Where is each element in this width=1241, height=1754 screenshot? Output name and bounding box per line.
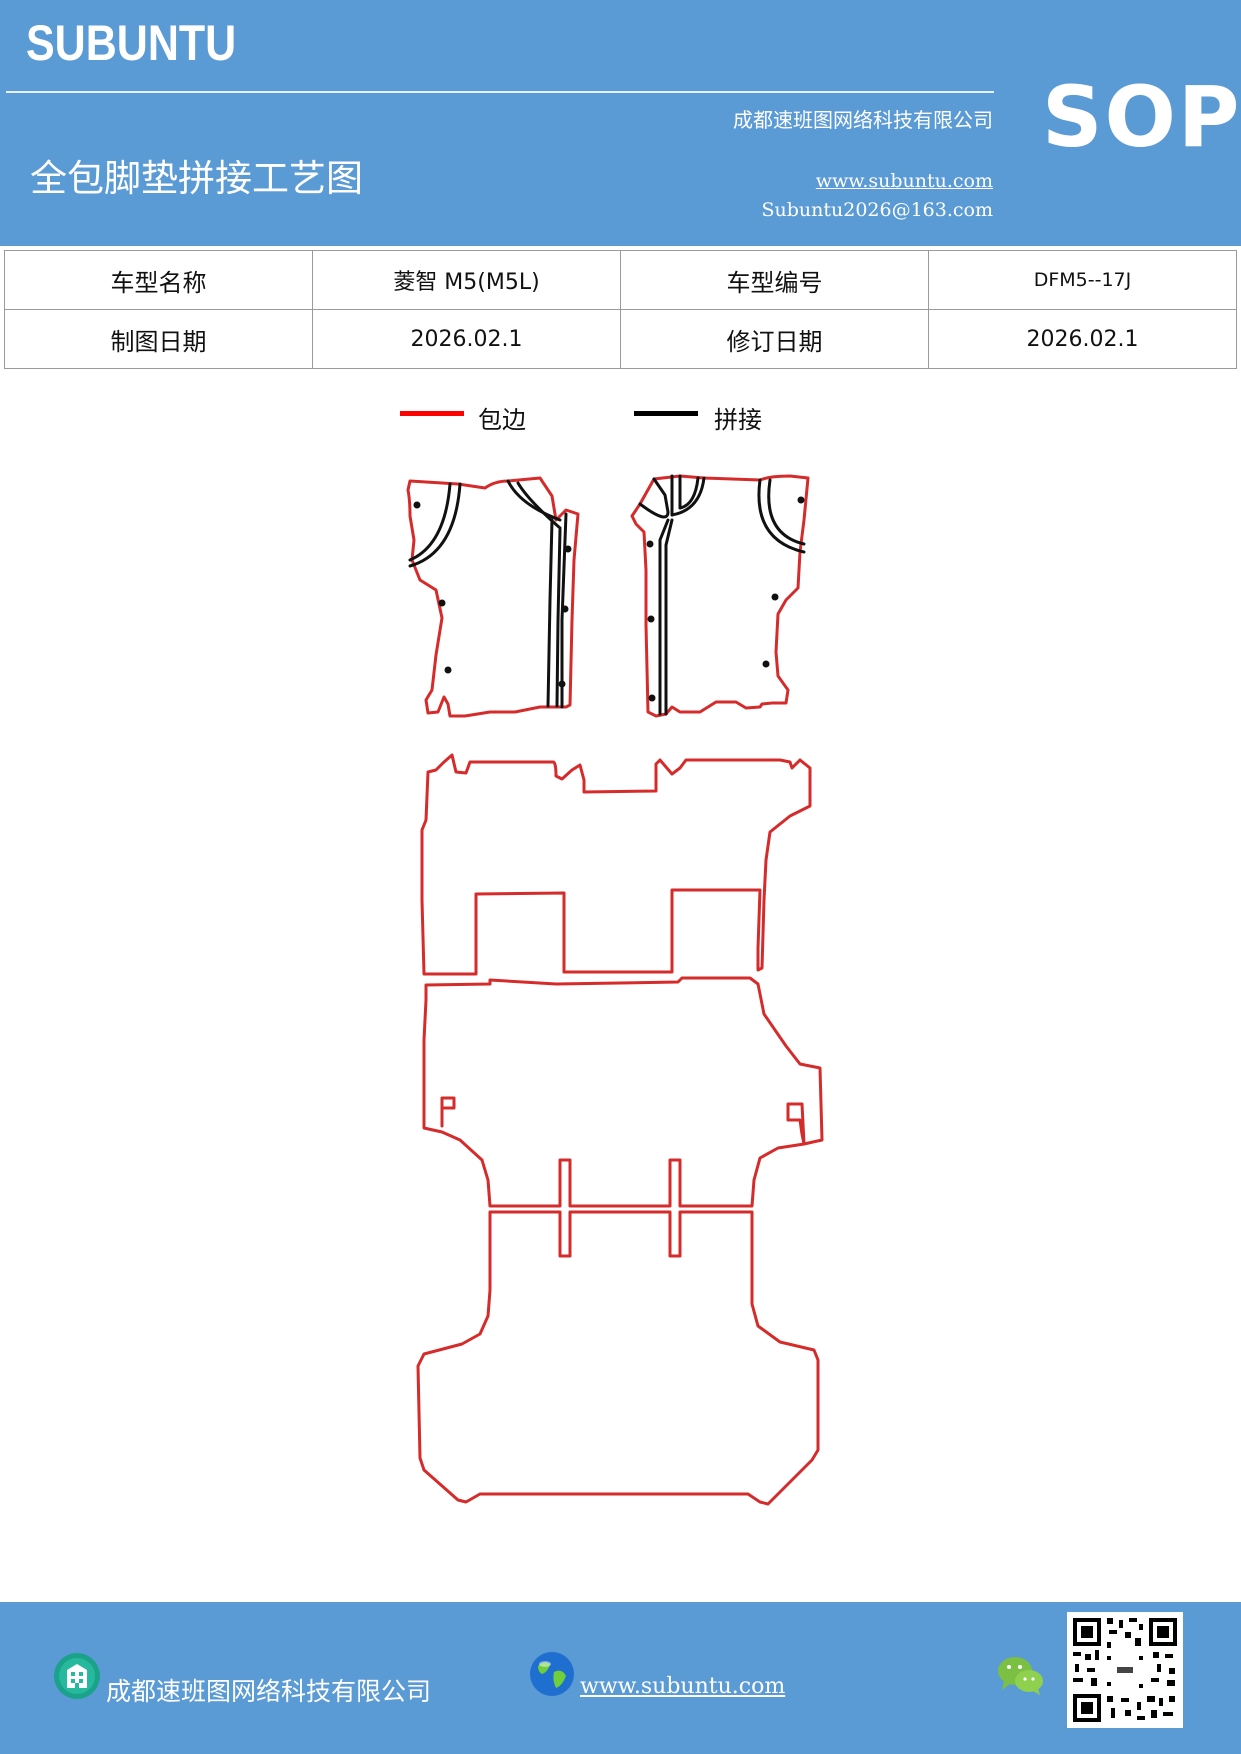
header-email: Subuntu2026@163.com (761, 199, 993, 221)
wechat-icon[interactable] (996, 1654, 1046, 1698)
header-website-link[interactable]: www.subuntu.com (815, 170, 993, 192)
qr-code[interactable] (1067, 1612, 1183, 1728)
table-row: 车型名称 菱智 M5(M5L) 车型编号 DFM5--17J (4, 250, 1237, 310)
rear-mat (416, 1210, 820, 1506)
legend-swatch-seam (634, 411, 698, 416)
middle-lower-mat (422, 976, 824, 1208)
qr-code-pattern (1073, 1618, 1177, 1722)
footer-company-name: 成都速班图网络科技有限公司 (106, 1677, 432, 1706)
document-title: 全包脚垫拼接工艺图 (30, 157, 363, 200)
legend: 包边 拼接 (400, 400, 820, 440)
legend-swatch-edging (400, 411, 464, 416)
legend-label-seam: 拼接 (714, 406, 762, 434)
revision-date-label: 修订日期 (620, 309, 929, 369)
middle-upper-mat (420, 753, 812, 976)
sop-badge: SOP (1042, 68, 1241, 166)
model-code-value: DFM5--17J (928, 250, 1237, 310)
globe-icon (530, 1652, 574, 1696)
table-row: 制图日期 2026.02.1 修订日期 2026.02.1 (4, 309, 1237, 369)
front-right-mat (630, 474, 810, 718)
front-left-mat (406, 476, 580, 718)
brand-logo: SUBUNTU (26, 15, 237, 71)
model-name-label: 车型名称 (4, 250, 313, 310)
legend-label-edging: 包边 (478, 406, 526, 434)
footer-website-link[interactable]: www.subuntu.com (580, 1674, 786, 1699)
model-code-label: 车型编号 (620, 250, 929, 310)
header-banner: SUBUNTU 成都速班图网络科技有限公司 全包脚垫拼接工艺图 www.subu… (0, 0, 1241, 246)
drawing-date-label: 制图日期 (4, 309, 313, 369)
header-divider (6, 91, 994, 93)
building-icon (54, 1653, 100, 1699)
revision-date-value: 2026.02.1 (928, 309, 1237, 369)
footer-banner: 成都速班图网络科技有限公司 www.subuntu.com (0, 1602, 1241, 1754)
header-company-name: 成都速班图网络科技有限公司 (733, 108, 993, 132)
drawing-date-value: 2026.02.1 (312, 309, 621, 369)
model-name-value: 菱智 M5(M5L) (312, 250, 621, 310)
vehicle-info-table: 车型名称 菱智 M5(M5L) 车型编号 DFM5--17J 制图日期 2026… (4, 250, 1237, 369)
